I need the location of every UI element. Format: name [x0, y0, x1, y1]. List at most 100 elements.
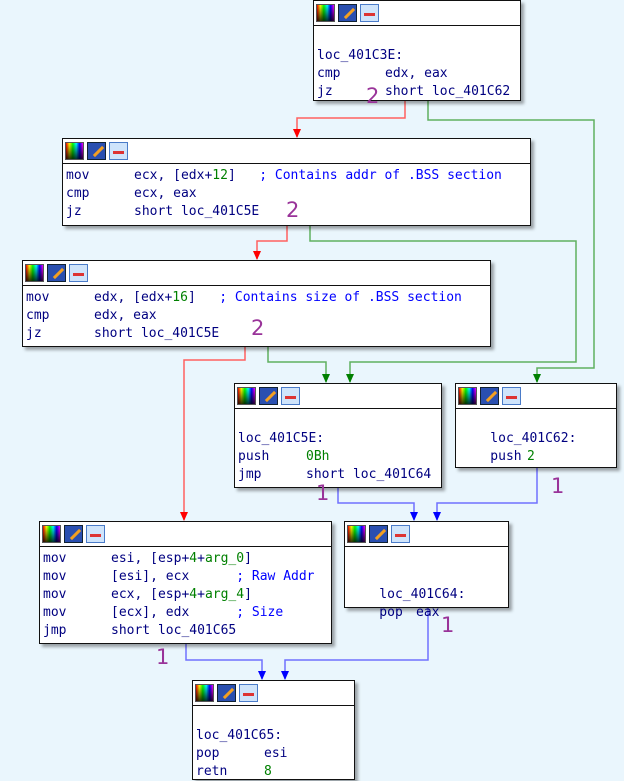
asm-line[interactable]: jmp short loc_401C64 [238, 466, 439, 484]
graph-view-icon[interactable] [391, 525, 410, 543]
graph-view-icon[interactable] [281, 387, 300, 405]
asm-line[interactable] [196, 709, 352, 727]
mnemonic: loc_401C5E: [238, 431, 325, 446]
asm-line[interactable]: loc_401C5E: [238, 430, 439, 448]
graph-view-icon[interactable] [109, 142, 128, 160]
operand: short loc_401C62 [385, 84, 511, 99]
color-palette-icon[interactable] [347, 525, 366, 543]
asm-line[interactable] [348, 568, 506, 586]
mnemonic: push [459, 449, 522, 464]
code-block[interactable]: loc_401C62: push 2 [455, 383, 617, 468]
operand: ] [244, 587, 252, 602]
edit-pencil-icon[interactable] [338, 4, 357, 22]
asm-line[interactable]: mov[esi], ecx ; Raw Addr [43, 568, 329, 586]
edit-pencil-icon[interactable] [87, 142, 106, 160]
operand: ] [244, 551, 252, 566]
color-palette-icon[interactable] [42, 525, 61, 543]
edit-pencil-icon[interactable] [64, 525, 83, 543]
comment: ; Raw Addr [236, 569, 315, 584]
mnemonic: retn [196, 764, 228, 779]
graph-view-icon[interactable] [360, 4, 379, 22]
edit-pencil-icon[interactable] [480, 387, 499, 405]
block-header [40, 522, 331, 547]
asm-line[interactable] [459, 412, 614, 430]
mnemonic: jmp [238, 467, 262, 482]
asm-line[interactable]: loc_401C3E: [317, 47, 518, 65]
edit-pencil-icon[interactable] [217, 684, 236, 702]
mnemonic: mov [66, 168, 90, 183]
color-palette-icon[interactable] [237, 387, 256, 405]
graph-view-icon[interactable] [239, 684, 258, 702]
edge-count-label: 1 [551, 474, 565, 498]
asm-line[interactable]: mov[ecx], edx ; Size [43, 604, 329, 622]
color-palette-icon[interactable] [25, 264, 44, 282]
asm-line[interactable]: loc_401C64: [348, 586, 506, 604]
edge-count-label: 2 [366, 84, 380, 108]
mnemonic: mov [43, 551, 67, 566]
mnemonic: pop [196, 746, 220, 761]
operand: ] [187, 290, 220, 305]
operand: arg_0 [204, 551, 245, 566]
asm-line[interactable]: cmp edx, eax [317, 65, 518, 83]
asm-line[interactable]: push 2 [459, 448, 614, 466]
mnemonic: pop [348, 605, 403, 620]
edge-count-label: 2 [251, 316, 265, 340]
mnemonic: cmp [66, 186, 90, 201]
edit-pencil-icon[interactable] [369, 525, 388, 543]
mnemonic: mov [43, 569, 67, 584]
mnemonic: mov [43, 605, 67, 620]
asm-line[interactable] [348, 550, 506, 568]
mnemonic: push [238, 449, 270, 464]
asm-line[interactable]: loc_401C65: [196, 727, 352, 745]
mnemonic: loc_401C64: [348, 587, 466, 602]
color-palette-icon[interactable] [316, 4, 335, 22]
operand: 2 [527, 449, 535, 464]
mnemonic: cmp [317, 66, 341, 81]
color-palette-icon[interactable] [65, 142, 84, 160]
graph-view-icon[interactable] [502, 387, 521, 405]
operand: esi [264, 746, 288, 761]
operand: + [197, 587, 205, 602]
asm-line[interactable] [317, 29, 518, 47]
edge-true [180, 346, 246, 521]
edit-pencil-icon[interactable] [47, 264, 66, 282]
asm-line[interactable]: loc_401C62: [459, 430, 614, 448]
operand: edx, eax [385, 66, 448, 81]
operand: short loc_401C5E [94, 326, 220, 341]
color-palette-icon[interactable] [195, 684, 214, 702]
edge-count-label: 2 [286, 198, 300, 222]
operand: esi, [esp+ [111, 551, 190, 566]
asm-line[interactable]: pop esi [196, 745, 352, 763]
operand: short loc_401C64 [306, 467, 432, 482]
operand: 12 [212, 168, 228, 183]
asm-line[interactable] [238, 412, 439, 430]
graph-view-icon[interactable] [69, 264, 88, 282]
graph-view-icon[interactable] [86, 525, 105, 543]
color-palette-icon[interactable] [458, 387, 477, 405]
mnemonic: jz [66, 204, 82, 219]
edit-pencil-icon[interactable] [259, 387, 278, 405]
operand: edx, eax [94, 308, 157, 323]
edge-false [309, 225, 577, 383]
operand: eax [416, 605, 440, 620]
